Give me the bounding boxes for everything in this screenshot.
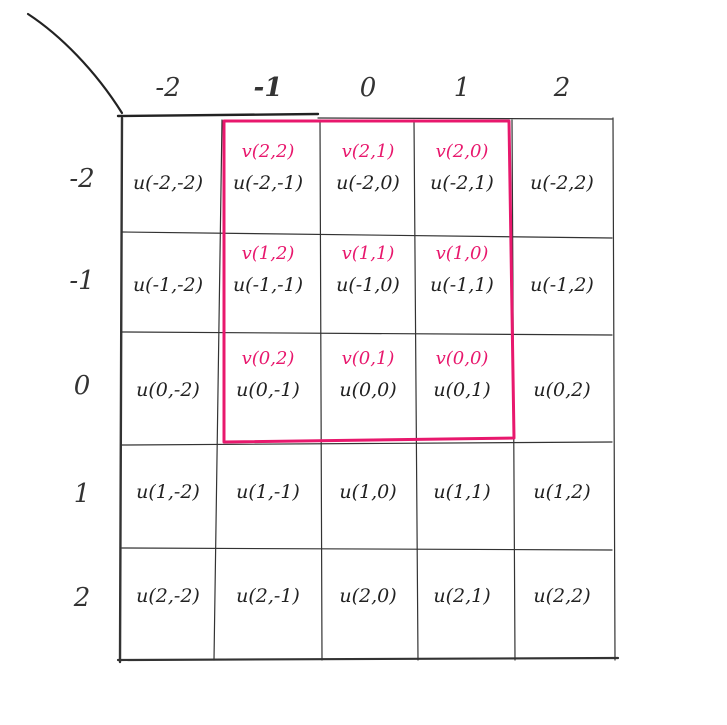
column-headers: -2 -1 0 1 2 (155, 73, 570, 103)
grid-cell-label: u(-2,1) (430, 172, 494, 194)
grid-cell-label: u(-1,-1) (233, 274, 303, 296)
grid-cell-label: u(2,-1) (236, 585, 300, 607)
grid-cell-label: u(0,1) (433, 379, 490, 401)
grid-top-border (317, 117, 613, 120)
grid-hline-3 (121, 441, 613, 446)
row-header: 1 (74, 479, 91, 509)
corner-diagonal-line (26, 12, 124, 115)
header-underline (116, 112, 320, 118)
v-label: v(1,2) (242, 243, 295, 264)
grid-cell-label: u(-1,-2) (133, 274, 203, 296)
row-header: 2 (73, 583, 91, 613)
grid-hline-1 (121, 231, 613, 239)
row-header: -1 (69, 266, 94, 296)
v-label: v(0,1) (342, 348, 395, 369)
grid-cell-label: u(-2,-2) (133, 172, 203, 194)
grid-cell-label: u(-2,-1) (233, 172, 303, 194)
v-label: v(2,1) (342, 141, 395, 162)
grid-cell-label: u(1,-2) (136, 481, 200, 503)
v-label: v(1,1) (342, 243, 395, 264)
v-label: v(0,0) (436, 348, 489, 369)
grid-vline-1 (213, 119, 223, 661)
grid-cell-label: u(0,-1) (236, 379, 300, 401)
v-label: v(0,2) (242, 348, 295, 369)
grid-cell-label: u(0,0) (339, 379, 396, 401)
grid-cell-label: u(2,0) (339, 585, 396, 607)
v-label: v(1,0) (436, 243, 489, 264)
grid-right-border (612, 117, 616, 661)
grid-cell-label: u(1,0) (339, 481, 396, 503)
grid-cell-label: u(1,1) (433, 481, 490, 503)
column-header: 1 (454, 73, 471, 103)
column-header: -2 (155, 73, 180, 103)
v-labels: v(2,2) v(2,1) v(2,0) v(1,2) v(1,1) v(1,0) v(0,… (242, 141, 489, 369)
grid-cell-label: u(0,2) (533, 379, 590, 401)
v-label: v(2,2) (242, 141, 295, 162)
grid-cell-label: u(2,-2) (136, 585, 200, 607)
grid-bottom-border (116, 656, 620, 662)
grid-cell-label: u(1,-1) (236, 481, 300, 503)
row-headers: -2 -1 0 1 2 (69, 164, 94, 613)
v-label: v(2,0) (436, 141, 489, 162)
grid-left-border (118, 116, 124, 664)
grid-hline-4 (121, 547, 613, 551)
row-header: 0 (74, 371, 91, 401)
grid-cell-label: u(-1,0) (336, 274, 400, 296)
grid-lines (116, 116, 620, 664)
grid-cells: u(-2,-2) u(-2,-1) u(-2,0) u(-2,1) u(-2,2) u(-… (133, 172, 594, 607)
grid-cell-label: u(2,2) (533, 585, 590, 607)
grid-cell-label: u(-1,1) (430, 274, 494, 296)
column-header: 2 (553, 73, 571, 103)
grid-cell-label: u(0,-2) (136, 379, 200, 401)
grid-vline-2 (319, 119, 323, 661)
column-header: -1 (254, 73, 283, 103)
grid-cell-label: u(-2,2) (530, 172, 594, 194)
grid-hline-2 (121, 331, 613, 336)
column-header: 0 (360, 73, 377, 103)
highlight-box (222, 119, 516, 444)
grid-cell-label: u(-1,2) (530, 274, 594, 296)
grid-vline-3 (413, 119, 419, 661)
grid-cell-label: u(1,2) (533, 481, 590, 503)
grid-cell-label: u(2,1) (433, 585, 490, 607)
grid-cell-label: u(-2,0) (336, 172, 400, 194)
row-header: -2 (69, 164, 94, 194)
